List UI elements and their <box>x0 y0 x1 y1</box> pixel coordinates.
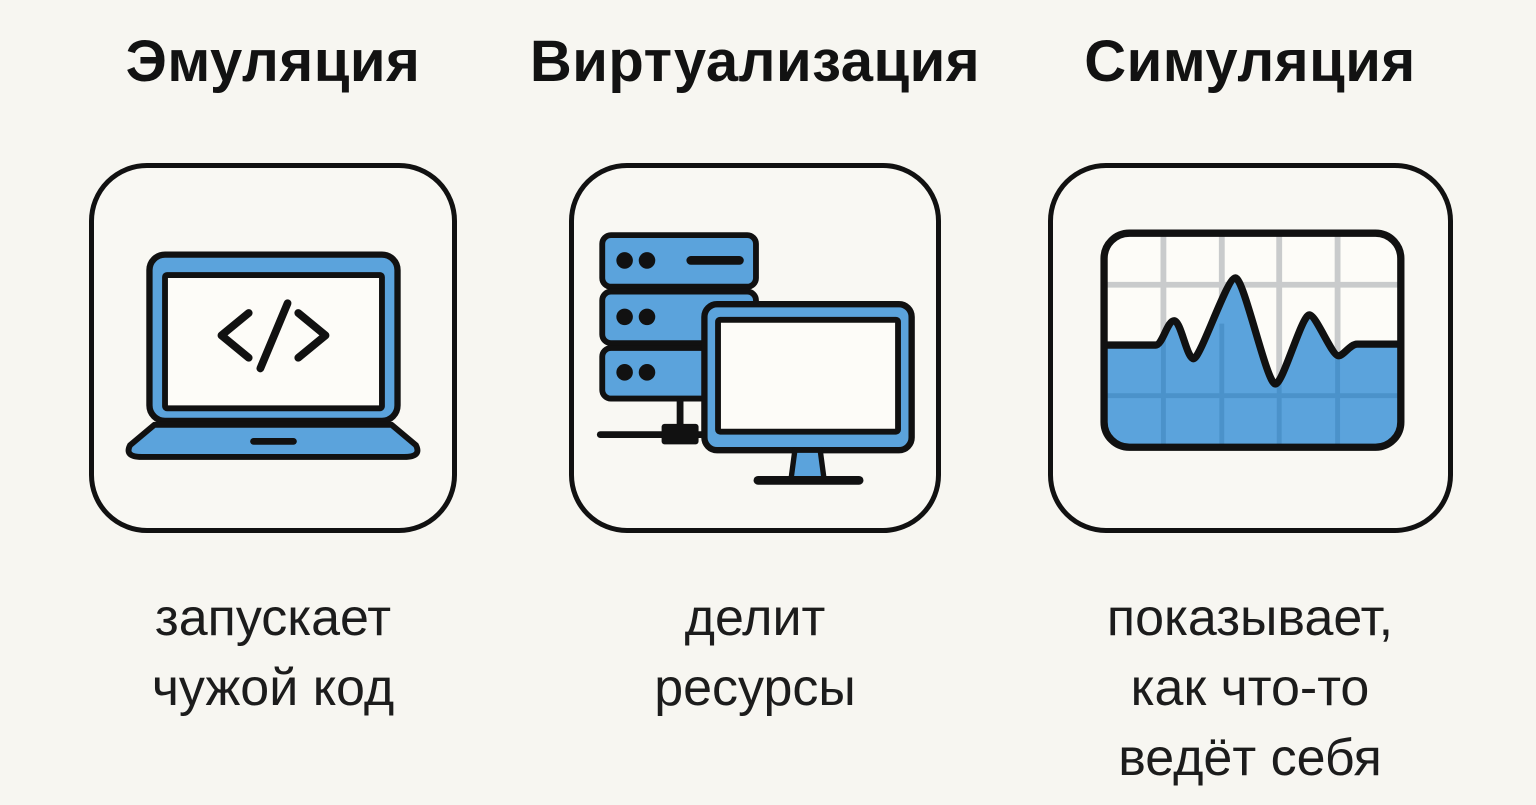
waveform-area <box>1103 277 1401 448</box>
monitor-icon <box>701 301 915 485</box>
caption-line: делит <box>684 589 826 647</box>
virtualization-card <box>569 163 941 533</box>
chart-grid-in-area <box>1103 323 1401 448</box>
monitor-stand <box>788 447 827 483</box>
caption-line: ресурсы <box>654 659 856 717</box>
network-line <box>596 398 709 445</box>
emulation-card <box>89 163 457 533</box>
laptop-code-icon <box>125 251 421 460</box>
caption-emulation: запускает чужой код <box>152 583 394 723</box>
column-title-simulation: Симуляция <box>1084 29 1416 94</box>
column-title-emulation: Эмуляция <box>125 29 421 94</box>
waveform-chart-icon <box>1099 229 1404 451</box>
code-icon <box>217 299 330 373</box>
caption-line: запускает <box>154 589 392 647</box>
caption-line: как что-то <box>1130 659 1370 717</box>
column-emulation: Эмуляция запускает чужой код <box>30 0 516 805</box>
caption-simulation: показывает, как что-то ведёт себя <box>1107 583 1393 793</box>
caption-line: ведёт себя <box>1118 729 1382 787</box>
waveform-line <box>1103 274 1401 388</box>
caption-line: показывает, <box>1106 589 1394 647</box>
caption-line: чужой код <box>151 659 395 717</box>
server-monitor-icon <box>596 232 915 485</box>
column-simulation: Симуляция <box>1036 0 1464 805</box>
column-title-virtualization: Виртуализация <box>529 29 981 94</box>
column-virtualization: Виртуализация <box>516 0 994 805</box>
caption-virtualization: делит ресурсы <box>654 583 856 723</box>
simulation-card <box>1047 163 1453 533</box>
chart-frame <box>1099 229 1404 451</box>
